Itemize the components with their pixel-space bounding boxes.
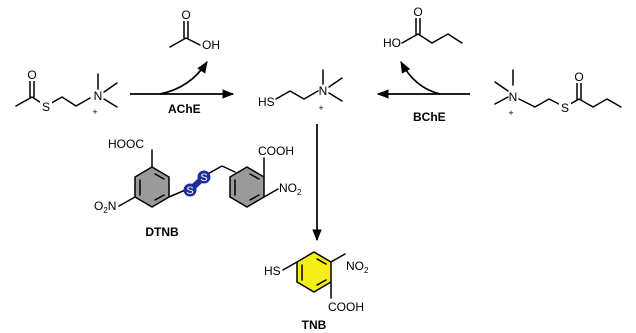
tnb: HS NO2 COOH TNB [264,251,369,332]
tnb-nitro-nitrogen: N [346,259,355,273]
nitro-right-subscript: 2 [297,188,302,197]
butyryl-positive-charge: + [508,108,513,118]
acid-hydroxyl: OH [202,38,220,52]
acetic-acid: O OH [169,8,220,52]
ammonium-nitrogen: N [94,89,103,103]
tnb-nitro-subscript: 2 [364,266,369,275]
butyric-hydroxyl: HO [383,36,401,50]
ache-label: AChE [168,102,201,116]
thiocholine: HS N + [258,69,343,113]
dtnb-right-carboxyl: COOH [258,144,294,158]
dtnb-left-carboxyl: HOOC [108,137,144,151]
sulfur-label-1: S [186,185,193,197]
butyric-carbonyl-oxygen: O [413,5,422,19]
tnb-label: TNB [302,318,327,332]
nitro-right-nitrogen: N [279,181,288,195]
nitro-left-nitrogen: N [108,199,117,213]
acetylthiocholine: O S N + [15,68,118,117]
tnb-thiol: HS [264,264,281,278]
butyric-acid: HO O [383,4,463,50]
nitro-left-oxygen: O [94,199,103,213]
dtnb-left-nitro: O2N [94,199,116,215]
dtnb-right-nitro: NO2 [279,181,302,197]
nitro-left-subscript: 2 [103,206,108,215]
butyrate-release-arrow [400,60,441,95]
thiol-group: HS [258,95,275,109]
positive-charge: + [92,107,97,117]
butyryl-ammonium-nitrogen: N [509,90,518,104]
thiocholine-charge: + [318,103,323,113]
dtnb: HOOC O2N S S COOH NO2 DTNB [94,137,302,239]
acetate-release-arrow [159,61,208,95]
tnb-carboxyl: COOH [328,300,364,314]
sulfur-label-2: S [200,172,207,184]
nitro-right-oxygen: O [288,181,297,195]
tnb-nitro-oxygen: O [355,259,364,273]
butyryl-thioester-sulfur: S [561,101,569,115]
bche-label: BChE [413,110,446,124]
butyryl-carbonyl-oxygen: O [574,70,583,84]
tnb-nitro: NO2 [346,259,369,275]
acid-carbonyl-oxygen: O [181,8,190,22]
disulfide-bond [187,174,207,193]
thioester-sulfur: S [42,100,50,114]
butyrylthiocholine: N + O S [494,69,622,118]
carbonyl-oxygen: O [27,68,36,82]
dtnb-label: DTNB [145,225,179,239]
thiocholine-nitrogen: N [319,84,328,98]
